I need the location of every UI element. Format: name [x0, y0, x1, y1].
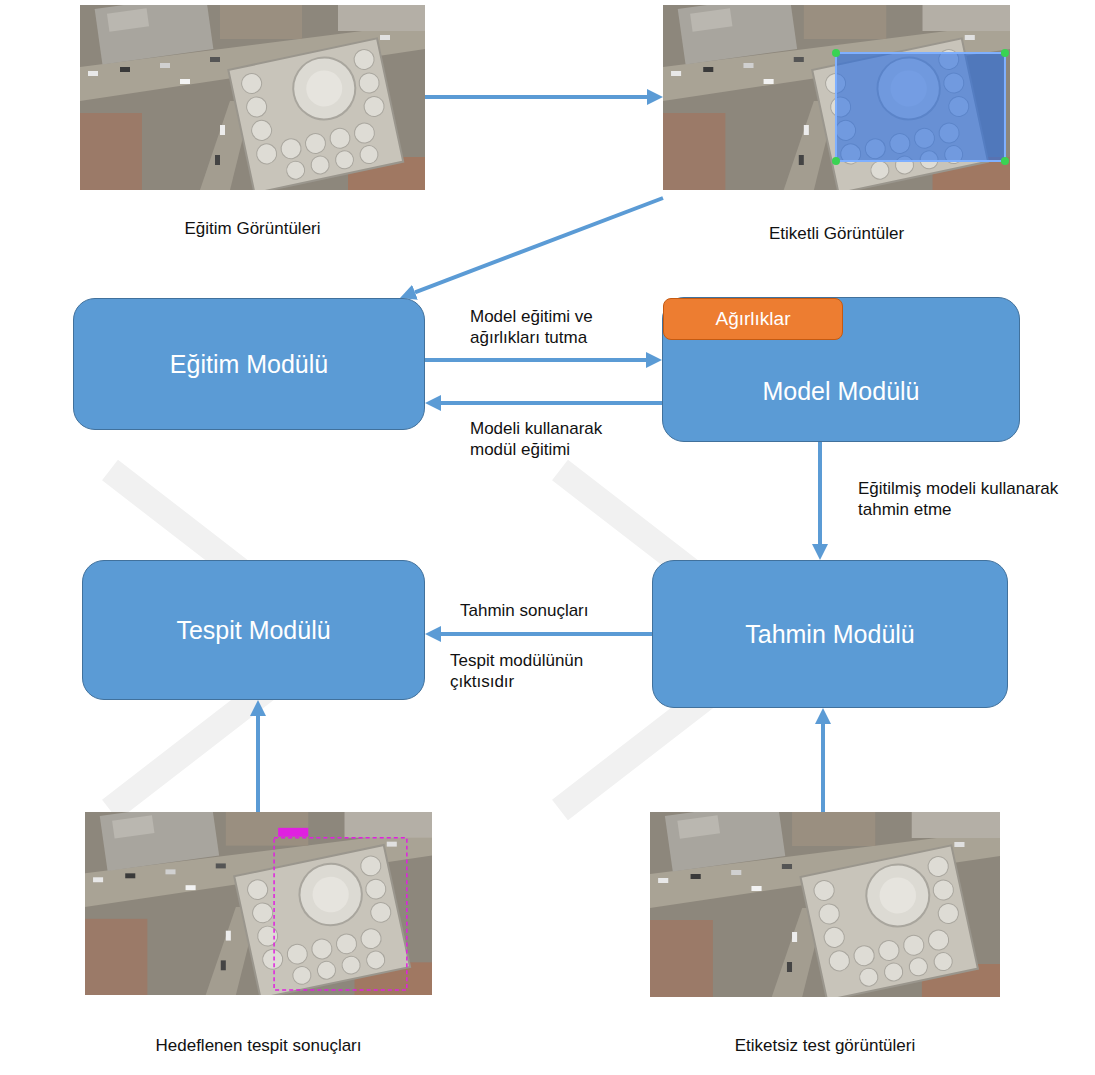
label-box: [836, 53, 1005, 161]
flow-arrow: [415, 198, 663, 292]
weights-tag: Ağırlıklar: [663, 298, 843, 340]
aerial-photo: [85, 801, 432, 999]
edge-label: Eğitilmiş modeli kullanarak tahmin etme: [858, 478, 1083, 520]
edge-label: Modeli kullanarak modül eğitimi: [470, 418, 645, 460]
flow-arrow: [256, 716, 260, 812]
detection-box: [274, 838, 407, 990]
aerial-photo: [663, 0, 1010, 193]
flow-arrow: [425, 358, 646, 362]
module-box: Eğitim Modülü: [73, 298, 425, 430]
module-box: Tahmin Modülü: [652, 560, 1008, 708]
flow-arrow: [441, 632, 652, 636]
flow-arrow: [818, 442, 822, 544]
image-panel: Hedeflenen tespit sonuçları: [85, 812, 432, 1062]
image-caption: Etiketsiz test görüntüleri: [735, 1036, 915, 1062]
image-caption: Eğitim Görüntüleri: [184, 219, 320, 245]
module-label: Model Modülü: [762, 377, 919, 406]
image-panel: Etiketli Görüntüler: [663, 5, 1010, 250]
module-box: Model Modülü Ağırlıklar: [662, 297, 1020, 442]
module-label: Tahmin Modülü: [745, 620, 915, 649]
flow-arrow: [441, 401, 662, 405]
flow-arrow: [821, 724, 825, 812]
module-box: Tespit Modülü: [82, 560, 425, 700]
tag-label: Ağırlıklar: [716, 308, 791, 330]
edge-label: Tahmin sonuçları: [460, 600, 640, 621]
image-panel: Eğitim Görüntüleri: [80, 5, 425, 245]
module-label: Tespit Modülü: [176, 616, 330, 645]
module-label: Eğitim Modülü: [170, 350, 328, 379]
note-label: Tespit modülünün çıktısıdır: [450, 650, 630, 692]
aerial-photo: [650, 800, 1000, 1000]
aerial-photo: [80, 0, 425, 193]
image-caption: Etiketli Görüntüler: [769, 224, 904, 250]
edge-label: Model eğitimi ve ağırlıkları tutma: [470, 306, 655, 348]
image-panel: Etiketsiz test görüntüleri: [650, 812, 1000, 1062]
image-caption: Hedeflenen tespit sonuçları: [155, 1036, 361, 1062]
flow-arrow: [425, 95, 647, 99]
